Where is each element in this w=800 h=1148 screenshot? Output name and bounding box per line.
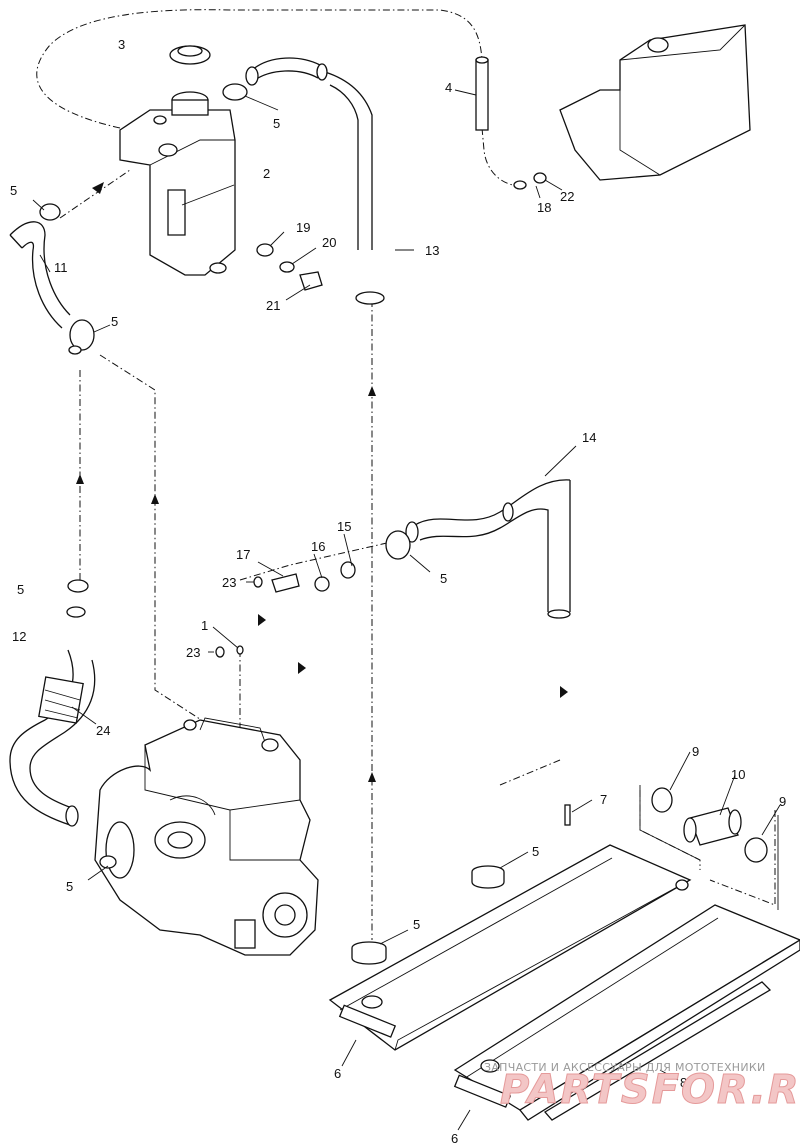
coolant-tank [119, 45, 236, 276]
callout-19: 19 [296, 220, 310, 235]
callout-8: 8 [680, 1075, 687, 1090]
engine-block [94, 717, 319, 956]
callout-5h: 5 [413, 917, 420, 932]
callout-10: 10 [731, 767, 745, 782]
flow-arrow [151, 494, 159, 504]
callout-4: 4 [445, 80, 452, 95]
callout-18: 18 [537, 200, 551, 215]
callout-5c: 5 [111, 314, 118, 329]
callout-5b: 5 [10, 183, 17, 198]
callout-17: 17 [236, 547, 250, 562]
callout-15: 15 [337, 519, 351, 534]
sensor-line [239, 539, 401, 581]
hose-11 [9, 203, 95, 355]
overflow-tube-line-3 [36, 9, 483, 129]
callout-14: 14 [582, 430, 596, 445]
drain-fittings [256, 243, 323, 291]
callout-5f: 5 [66, 879, 73, 894]
hose14-down-line [499, 759, 561, 786]
flow-arrow [298, 662, 306, 674]
callout-16: 16 [311, 539, 325, 554]
callout-1: 1 [201, 618, 208, 633]
callout-7: 7 [600, 792, 607, 807]
callout-2: 2 [263, 166, 270, 181]
radiators [328, 844, 800, 1121]
hose-14 [215, 479, 571, 658]
flow-arrow [76, 474, 84, 484]
callout-24: 24 [96, 723, 110, 738]
callout-23b: 23 [186, 645, 200, 660]
callout-5d: 5 [17, 582, 24, 597]
callout-9a: 9 [692, 744, 699, 759]
connector-line-10b [709, 810, 776, 906]
hose-12 [9, 579, 96, 827]
callout-13: 13 [425, 243, 439, 258]
flow-arrow [92, 182, 104, 194]
tank-to-pump-line [481, 127, 521, 187]
callout-11: 11 [54, 260, 68, 275]
callout-9b: 9 [779, 794, 786, 809]
flow-arrow [368, 772, 376, 782]
upper-hose [222, 57, 385, 305]
callout-5e: 5 [440, 571, 447, 586]
watermark-logo: PARTSFOR.RU [500, 1067, 800, 1113]
callout-5g: 5 [532, 844, 539, 859]
pump-assembly [475, 24, 751, 190]
callout-labels: 1 2 3 4 5 5 5 5 5 5 5 5 6 6 7 8 9 9 10 1… [10, 37, 786, 1146]
callout-6a: 6 [334, 1066, 341, 1081]
flow-arrow [368, 386, 376, 396]
tank-to-hose11-line [59, 169, 131, 219]
watermark: ЗАПЧАСТИ И АКСЕССУАРЫ ДЛЯ МОТОТЕХНИКИ PA… [484, 1061, 800, 1114]
callout-23a: 23 [222, 575, 236, 590]
watermark-caption: ЗАПЧАСТИ И АКСЕССУАРЫ ДЛЯ МОТОТЕХНИКИ [484, 1061, 766, 1074]
callout-12: 12 [12, 629, 26, 644]
connector-assembly [564, 785, 779, 910]
callout-21: 21 [266, 298, 280, 313]
callout-3: 3 [118, 37, 125, 52]
engine-return-line [99, 354, 241, 746]
flow-arrow [258, 614, 266, 626]
flow-arrow [560, 686, 568, 698]
leader-lines [32, 89, 781, 1131]
callout-20: 20 [322, 235, 336, 250]
flow-arrows [76, 182, 568, 962]
callout-22: 22 [560, 189, 574, 204]
callout-6b: 6 [451, 1131, 458, 1146]
callout-5a: 5 [273, 116, 280, 131]
